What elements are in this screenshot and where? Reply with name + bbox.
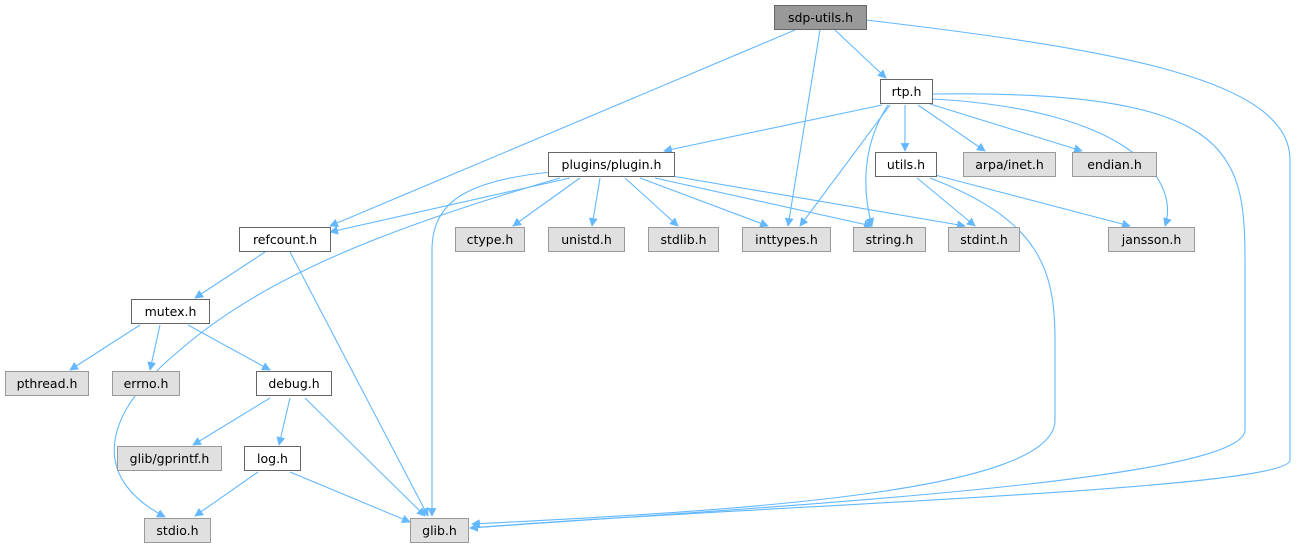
edge-plugin-glib — [427, 171, 553, 517]
node-label: stdint.h — [960, 232, 1008, 247]
node-label: mutex.h — [144, 304, 197, 319]
edge-rtp-plugin — [663, 104, 883, 154]
node-label: inttypes.h — [755, 232, 818, 247]
node-inttypes[interactable]: inttypes.h — [742, 227, 831, 252]
edge-debug-log — [276, 397, 291, 446]
edge-log-glib — [289, 471, 411, 524]
node-label: utils.h — [886, 157, 926, 172]
node-label: stdlib.h — [660, 232, 707, 247]
node-rtp[interactable]: rtp.h — [880, 79, 933, 104]
edge-plugin-ctype — [512, 177, 581, 227]
edge-rtp-endian — [929, 103, 1083, 153]
node-label: plugins/plugin.h — [561, 157, 662, 172]
edge-log-stdio — [194, 471, 259, 517]
node-label: string.h — [865, 232, 914, 247]
node-sdp-utils[interactable]: sdp-utils.h — [774, 5, 867, 30]
node-plugin[interactable]: plugins/plugin.h — [548, 152, 675, 177]
edge-rtp-inttypes — [799, 104, 891, 227]
node-stdio[interactable]: stdio.h — [144, 518, 211, 543]
node-refcount[interactable]: refcount.h — [239, 227, 331, 252]
node-label: glib/gprintf.h — [129, 451, 210, 466]
edge-rtp-jansson — [932, 98, 1172, 227]
node-label: arpa/inet.h — [975, 157, 1044, 172]
edge-plugin-string — [654, 177, 873, 229]
edge-plugin-stdlib — [624, 177, 679, 227]
node-label: endian.h — [1087, 157, 1142, 172]
node-endian[interactable]: endian.h — [1072, 152, 1157, 177]
node-label: sdp-utils.h — [787, 10, 854, 25]
node-utils[interactable]: utils.h — [875, 152, 937, 177]
node-label: glib.h — [422, 523, 457, 538]
edge-plugin-inttypes — [639, 177, 769, 228]
edge-rtp-string — [865, 104, 889, 227]
node-log[interactable]: log.h — [244, 446, 301, 471]
node-label: errno.h — [123, 376, 169, 391]
node-glib[interactable]: glib.h — [410, 518, 469, 543]
edge-debug-glib — [304, 397, 426, 517]
edge-sdp-utils-rtp — [834, 29, 887, 79]
node-stdlib[interactable]: stdlib.h — [648, 227, 719, 252]
node-label: debug.h — [268, 376, 320, 391]
node-label: jansson.h — [1121, 232, 1182, 247]
node-unistd[interactable]: unistd.h — [548, 227, 625, 252]
node-glib-gprintf[interactable]: glib/gprintf.h — [117, 446, 222, 471]
edge-mutex-errno — [147, 324, 161, 371]
edge-debug-gprintf — [192, 397, 271, 446]
edge-sdp-utils-glib — [469, 19, 1291, 532]
node-label: refcount.h — [252, 232, 318, 247]
edge-utils-glib — [471, 177, 1056, 529]
node-mutex[interactable]: mutex.h — [131, 299, 210, 324]
edge-refcount-glib — [289, 251, 429, 517]
node-label: log.h — [257, 451, 288, 466]
edge-plugin-unistd — [588, 177, 601, 227]
node-label: pthread.h — [16, 376, 78, 391]
node-errno[interactable]: errno.h — [112, 371, 180, 396]
node-jansson[interactable]: jansson.h — [1108, 227, 1195, 252]
edge-utils-jansson — [934, 174, 1131, 229]
node-ctype[interactable]: ctype.h — [455, 227, 525, 252]
edge-refcount-mutex — [194, 251, 266, 299]
node-string[interactable]: string.h — [853, 227, 926, 252]
node-label: ctype.h — [466, 232, 514, 247]
edge-mutex-debug — [187, 324, 271, 371]
edge-utils-stdint — [916, 177, 976, 227]
edge-rtp-arpa — [917, 104, 986, 152]
edge-plugin-stdint — [671, 175, 966, 230]
node-stdint[interactable]: stdint.h — [948, 227, 1020, 252]
node-label: rtp.h — [891, 84, 922, 99]
edge-sdp-utils-refcount — [329, 29, 796, 227]
edge-rtp-glib — [469, 93, 1246, 532]
edge-mutex-pthread — [69, 324, 141, 371]
node-label: stdio.h — [156, 523, 199, 538]
node-arpa-inet[interactable]: arpa/inet.h — [963, 152, 1056, 177]
node-label: unistd.h — [561, 232, 612, 247]
edge-sdp-utils-inttypes — [784, 29, 821, 227]
node-pthread[interactable]: pthread.h — [5, 371, 89, 396]
node-debug[interactable]: debug.h — [256, 371, 332, 396]
